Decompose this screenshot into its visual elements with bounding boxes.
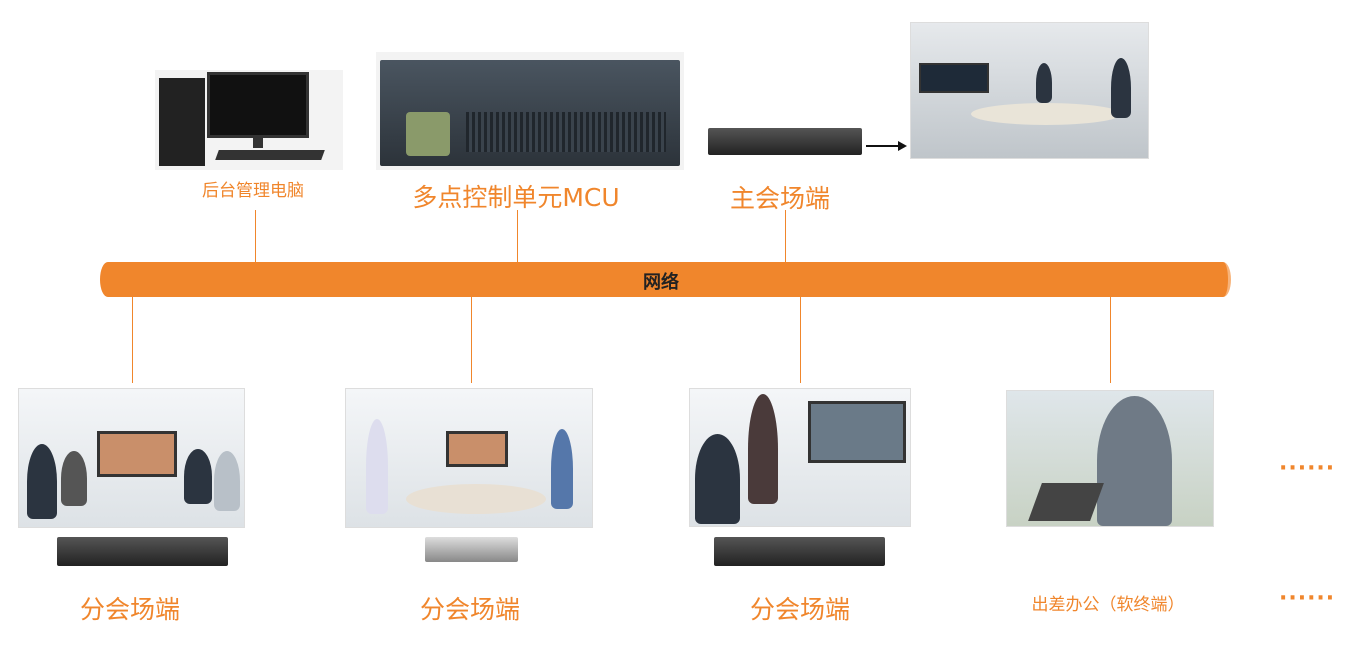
connector-line — [800, 297, 801, 383]
desktop-computer-icon — [155, 70, 343, 170]
connector-line — [255, 210, 256, 262]
camera-device-icon — [425, 537, 518, 562]
arrow-icon — [866, 145, 900, 147]
branch-label: 分会场端 — [419, 595, 521, 624]
more-ellipsis: ······ — [1279, 586, 1336, 611]
mcu-server-icon — [376, 52, 684, 170]
network-label: 网络 — [643, 272, 679, 293]
main-site-label: 主会场端 — [729, 184, 831, 213]
codec-device-icon — [708, 128, 862, 155]
network-bar: 网络 — [100, 262, 1231, 297]
arrow-head-icon — [898, 141, 907, 151]
connector-line — [132, 297, 133, 383]
connector-line — [471, 297, 472, 383]
branch-room-photo — [345, 388, 593, 528]
soft-terminal-photo — [1006, 390, 1214, 527]
branch-room-photo — [689, 388, 911, 527]
main-conference-room-photo — [910, 22, 1149, 159]
branch-label: 分会场端 — [749, 595, 851, 624]
connector-line — [785, 210, 786, 262]
pc-label: 后台管理电脑 — [202, 181, 304, 201]
codec-device-icon — [714, 537, 885, 566]
connector-line — [1110, 297, 1111, 383]
branch-label: 分会场端 — [79, 595, 181, 624]
codec-device-icon — [57, 537, 228, 566]
connector-line — [517, 210, 518, 262]
more-ellipsis: ······ — [1279, 456, 1336, 481]
branch-room-photo — [18, 388, 245, 528]
mcu-label: 多点控制单元MCU — [412, 183, 620, 212]
soft-terminal-label: 出差办公（软终端） — [1031, 595, 1185, 615]
